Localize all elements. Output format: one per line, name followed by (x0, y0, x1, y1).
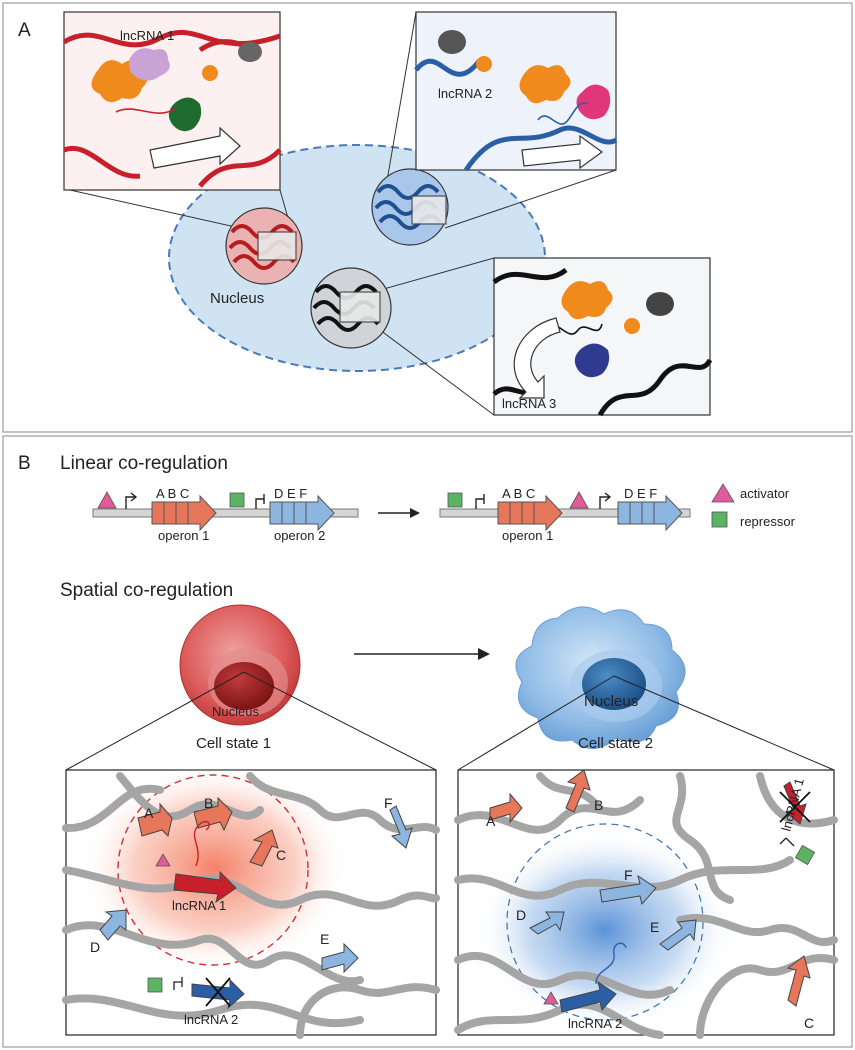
state-1-gene-b: B (204, 795, 213, 811)
legend-activator-icon (711, 483, 735, 503)
operon-1-label-after: operon 1 (502, 528, 553, 543)
linear-row-after: A B C D E F operon 1 (439, 486, 691, 543)
promoter-arrow (125, 492, 138, 509)
state-2-gene-d: D (516, 907, 526, 923)
operon-genes-2: D E F (274, 486, 307, 501)
inset-lncrna-1: lncRNA 1 (62, 11, 282, 191)
inset-lncrna-3: lncRNA 3 (492, 257, 713, 417)
state-2-gene-a: A (486, 813, 496, 829)
legend-repressor-icon (711, 511, 728, 528)
state-2-lncrna-2: lncRNA 2 (568, 1016, 622, 1031)
cell-2-nucleus-label: Nucleus (584, 693, 638, 710)
cell-state-1: Nucleus Cell state 1 (179, 604, 301, 752)
spatial-title: Spatial co-regulation (60, 580, 233, 601)
state-2-gene-e: E (650, 919, 659, 935)
operon-2-label: operon 2 (274, 528, 325, 543)
linear-title: Linear co-regulation (60, 453, 228, 474)
inset-lncrna-2: lncRNA 2 (414, 11, 618, 172)
cell-state-2: Nucleus Cell state 2 (515, 606, 686, 752)
activator-triangle (97, 491, 117, 509)
chromatin-sphere-red (225, 207, 303, 285)
state-1-box: A B C D E F lncRNA 1 lncRNA 2 (62, 763, 440, 1039)
inset-2-label: lncRNA 2 (438, 86, 492, 101)
state-1-gene-e: E (320, 931, 329, 947)
panel-b-letter: B (18, 453, 31, 474)
state-1-lncrna-1: lncRNA 1 (172, 898, 226, 913)
state-2-gene-b: B (594, 797, 603, 813)
inset-3-label: lncRNA 3 (502, 396, 556, 411)
state-1-lncrna-2: lncRNA 2 (184, 1012, 238, 1027)
panel-a-letter: A (18, 20, 31, 41)
operon-genes-1: A B C (156, 486, 189, 501)
operon-genes-1-after: A B C (502, 486, 535, 501)
cell-1-nucleus-label: Nucleus (212, 704, 259, 719)
state-1-gene-d: D (90, 939, 100, 955)
state-2-gene-f: F (624, 867, 633, 883)
state-2-gene-c: C (804, 1015, 814, 1031)
repressor-square (229, 492, 245, 508)
state-1-gene-f: F (384, 795, 393, 811)
linear-transition-arrow (378, 508, 420, 518)
linear-row-before: A B C D E F operon 1 operon 2 (92, 486, 359, 543)
chromatin-sphere-black (310, 267, 392, 349)
cell-1-label: Cell state 1 (196, 735, 271, 752)
legend-repressor: repressor (740, 514, 796, 529)
chromatin-sphere-blue (371, 168, 449, 246)
operon-genes-2-after: D E F (624, 486, 657, 501)
state-1-gene-c: C (276, 847, 286, 863)
operon-1-label: operon 1 (158, 528, 209, 543)
state-2-box: A B C D E F lncRNA 1 lncRNA 2 (454, 769, 838, 1039)
inset-1-label: lncRNA 1 (120, 28, 174, 43)
legend-activator: activator (740, 486, 790, 501)
zoom-lines (65, 671, 835, 771)
legend: activator repressor (711, 483, 796, 529)
state-1-gene-a: A (144, 805, 154, 821)
cell-state-arrow (354, 648, 490, 660)
cell-2-label: Cell state 2 (578, 735, 653, 752)
nucleus-label: Nucleus (210, 290, 264, 307)
